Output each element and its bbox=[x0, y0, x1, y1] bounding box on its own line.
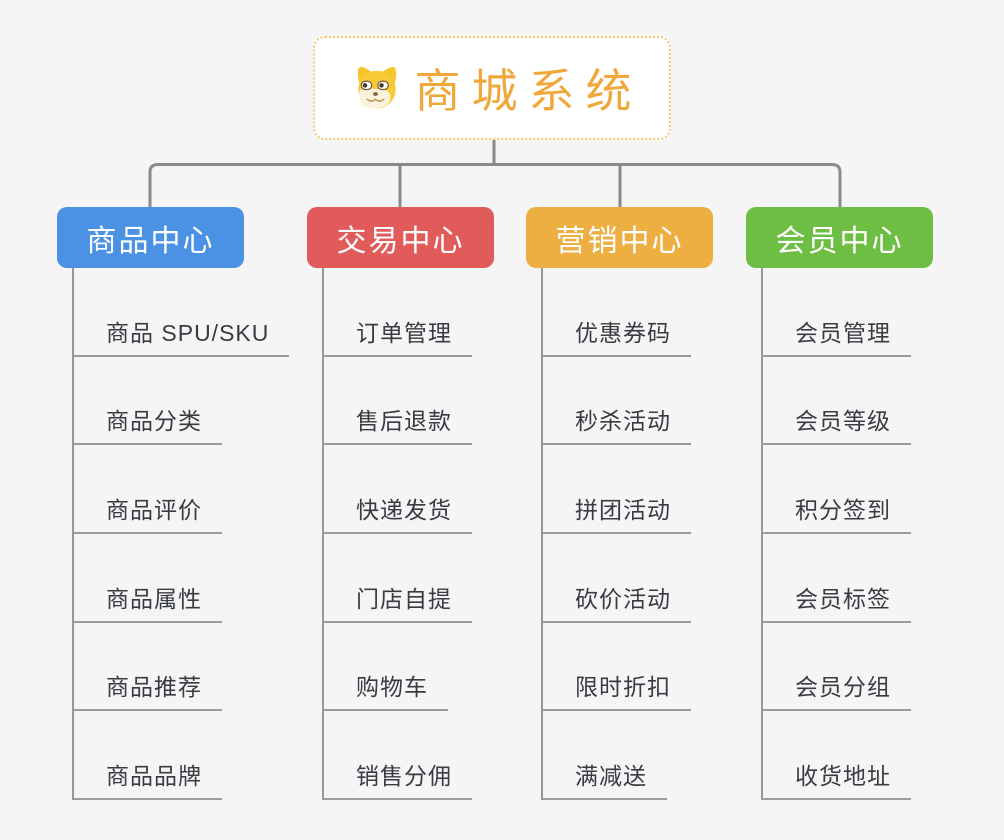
leaf-row: 商品分类 bbox=[74, 357, 289, 446]
leaf-node[interactable]: 商品评价 bbox=[74, 491, 222, 534]
leaf-node[interactable]: 商品分类 bbox=[74, 402, 222, 446]
leaf-row: 购物车 bbox=[324, 623, 472, 712]
leaf-row: 门店自提 bbox=[324, 534, 472, 623]
leaf-row: 会员标签 bbox=[763, 534, 911, 623]
leaf-node[interactable]: 积分签到 bbox=[763, 491, 911, 534]
leaf-node[interactable]: 会员标签 bbox=[763, 580, 911, 623]
leaf-row: 商品推荐 bbox=[74, 623, 289, 712]
leaf-node[interactable]: 会员分组 bbox=[763, 668, 911, 712]
leaf-node[interactable]: 订单管理 bbox=[324, 314, 472, 357]
root-title: 商城系统 bbox=[414, 65, 643, 117]
leaf-row: 优惠券码 bbox=[543, 268, 691, 357]
leaf-node[interactable]: 快递发货 bbox=[324, 491, 472, 534]
leaf-node[interactable]: 销售分佣 bbox=[324, 757, 472, 800]
branch-children-product: 商品 SPU/SKU 商品分类 商品评价 商品属性 商品推荐 商品品牌 bbox=[72, 268, 290, 800]
leaf-node[interactable]: 商品属性 bbox=[74, 580, 222, 623]
leaf-node[interactable]: 会员等级 bbox=[763, 402, 911, 446]
leaf-node[interactable]: 满减送 bbox=[543, 757, 667, 800]
leaf-row: 商品品牌 bbox=[74, 711, 289, 800]
leaf-row: 砍价活动 bbox=[543, 534, 691, 623]
leaf-row: 秒杀活动 bbox=[543, 357, 691, 446]
dog-face-icon bbox=[357, 66, 396, 109]
leaf-row: 积分签到 bbox=[763, 445, 911, 534]
leaf-node[interactable]: 商品推荐 bbox=[74, 668, 222, 712]
leaf-row: 限时折扣 bbox=[543, 623, 691, 712]
leaf-node[interactable]: 门店自提 bbox=[324, 580, 472, 623]
leaf-row: 满减送 bbox=[543, 711, 691, 800]
leaf-node[interactable]: 拼团活动 bbox=[543, 491, 691, 534]
leaf-node[interactable]: 秒杀活动 bbox=[543, 402, 691, 446]
leaf-row: 售后退款 bbox=[324, 357, 472, 446]
leaf-row: 快递发货 bbox=[324, 445, 472, 534]
leaf-node[interactable]: 会员管理 bbox=[763, 314, 911, 357]
branch-label: 营销中心 bbox=[555, 224, 684, 258]
leaf-row: 会员等级 bbox=[763, 357, 911, 446]
branch-node-trade[interactable]: 交易中心 bbox=[307, 207, 494, 268]
leaf-node[interactable]: 售后退款 bbox=[324, 402, 472, 446]
leaf-node[interactable]: 限时折扣 bbox=[543, 668, 691, 712]
branch-children-trade: 订单管理 售后退款 快递发货 门店自提 购物车 销售分佣 bbox=[322, 268, 472, 800]
leaf-row: 商品评价 bbox=[74, 445, 289, 534]
leaf-row: 商品属性 bbox=[74, 534, 289, 623]
leaf-row: 收货地址 bbox=[763, 711, 911, 800]
branch-label: 会员中心 bbox=[775, 224, 904, 258]
leaf-row: 会员分组 bbox=[763, 623, 911, 712]
leaf-row: 商品 SPU/SKU bbox=[74, 268, 290, 357]
leaf-row: 订单管理 bbox=[324, 268, 472, 357]
leaf-node[interactable]: 商品品牌 bbox=[74, 757, 222, 800]
branch-node-member[interactable]: 会员中心 bbox=[746, 207, 933, 268]
branch-children-member: 会员管理 会员等级 积分签到 会员标签 会员分组 收货地址 bbox=[761, 268, 911, 800]
leaf-row: 销售分佣 bbox=[324, 711, 472, 800]
leaf-node[interactable]: 优惠券码 bbox=[543, 314, 691, 357]
branch-children-marketing: 优惠券码 秒杀活动 拼团活动 砍价活动 限时折扣 满减送 bbox=[541, 268, 691, 800]
leaf-node[interactable]: 收货地址 bbox=[763, 757, 911, 800]
leaf-row: 拼团活动 bbox=[543, 445, 691, 534]
leaf-node[interactable]: 砍价活动 bbox=[543, 580, 691, 623]
leaf-node[interactable]: 商品 SPU/SKU bbox=[74, 314, 290, 357]
branch-node-marketing[interactable]: 营销中心 bbox=[526, 207, 713, 268]
branch-label: 交易中心 bbox=[336, 224, 465, 258]
leaf-row: 会员管理 bbox=[763, 268, 911, 357]
branch-node-product[interactable]: 商品中心 bbox=[57, 207, 244, 268]
branch-label: 商品中心 bbox=[86, 224, 215, 258]
leaf-node[interactable]: 购物车 bbox=[324, 668, 448, 712]
root-node[interactable]: 商城系统 bbox=[313, 36, 671, 140]
